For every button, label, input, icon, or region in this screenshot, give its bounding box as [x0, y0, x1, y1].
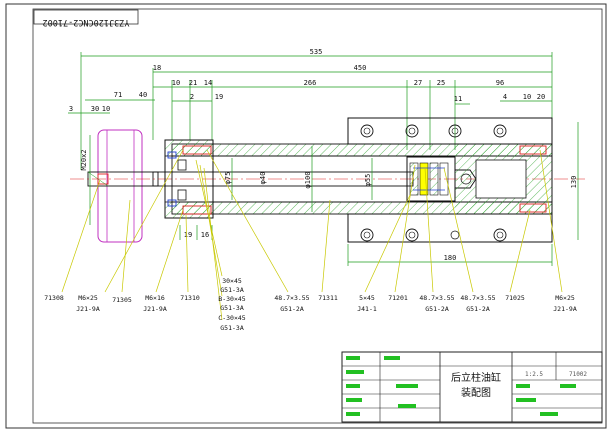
callout-71025: 71025	[505, 294, 525, 302]
callout-b30x45: B-30×45	[218, 295, 245, 303]
callout-30x45-spec: G51-3A	[220, 286, 244, 294]
callout-seal-2: 48.7×3.55	[419, 294, 454, 302]
dim-16b: 16	[201, 231, 209, 239]
callout-b30x45-spec: G51-3A	[220, 304, 244, 312]
mounting-plate-top	[347, 117, 553, 145]
callout-c30x45-spec: G51-3A	[220, 324, 244, 332]
dim-thread: M20x2	[80, 149, 88, 170]
callout-71310: 71310	[180, 294, 200, 302]
callout-seal-1: 48.7×3.55	[274, 294, 309, 302]
dim-14: 14	[204, 79, 212, 87]
dim-phi100: φ100	[304, 172, 312, 189]
dim-3: 3	[69, 105, 73, 113]
title-line-1: 后立柱油缸	[451, 371, 501, 384]
dim-overall: 535	[310, 48, 323, 56]
sheet-border	[5, 3, 607, 429]
callout-seal-1-spec: G51-2A	[280, 305, 304, 313]
sheet-cell: 71002	[569, 371, 587, 378]
dim-19: 19	[215, 93, 223, 101]
dim-21: 21	[189, 79, 197, 87]
callout-71201: 71201	[388, 294, 408, 302]
dim-2: 2	[190, 93, 194, 101]
dim-180: 180	[444, 254, 457, 262]
dim-phi75: φ75	[224, 172, 232, 185]
callout-5x45: 5×45	[359, 294, 375, 302]
drawing-code: YZ3J120CNC2-71002	[43, 17, 130, 27]
rear-end-cap	[455, 143, 553, 215]
dim-25: 25	[437, 79, 445, 87]
dim-phi55: φ55	[364, 174, 372, 187]
callout-71308: 71308	[44, 294, 64, 302]
dim-11: 11	[454, 95, 462, 103]
callout-m6x25-left-spec: J21-9A	[76, 305, 100, 313]
vertical-dimensions	[89, 122, 579, 266]
dim-phi40: φ40	[259, 172, 267, 185]
dim-30: 30	[91, 105, 99, 113]
dim-18: 18	[153, 64, 161, 72]
dim-10r: 10	[523, 93, 531, 101]
dim-10s: 10	[102, 105, 110, 113]
drawing-code-box: YZ3J120CNC2-71002	[33, 9, 139, 27]
rod-end-bracket	[87, 129, 159, 243]
dim-body: 450	[354, 64, 367, 72]
dim-130: 130	[570, 176, 578, 189]
callout-leaders	[61, 149, 563, 321]
callout-c30x45: C-30×45	[218, 314, 245, 322]
dim-27: 27	[414, 79, 422, 87]
callout-seal-3-spec: G51-2A	[466, 305, 490, 313]
callout-30x45: 30×45	[222, 277, 242, 285]
callout-m6x16-spec: J21-9A	[143, 305, 167, 313]
dim-71: 71	[114, 91, 122, 99]
dim-19b: 19	[184, 231, 192, 239]
dim-96: 96	[496, 79, 504, 87]
gland-head	[164, 139, 214, 219]
vertical-dimension-labels: M20x2 φ75 φ100 φ40 φ55 130 180 19 16	[80, 149, 578, 262]
callout-m6x16: M6×16	[145, 294, 165, 302]
callout-m6x25-right-spec: J21-9A	[553, 305, 577, 313]
callout-71311: 71311	[318, 294, 338, 302]
top-dimension-labels: 535 450 18 71 40 10 21 14 266 27 25 96 2…	[69, 48, 545, 113]
callout-m6x25-left: M6×25	[78, 294, 98, 302]
dim-20: 20	[537, 93, 545, 101]
dim-40: 40	[139, 91, 147, 99]
dim-266: 266	[304, 79, 317, 87]
title-block: 后立柱油缸 装配图 1:2.5 71002	[341, 351, 603, 423]
callout-71305: 71305	[112, 296, 132, 304]
dim-10: 10	[172, 79, 180, 87]
title-line-2: 装配图	[461, 386, 491, 399]
callout-5x45-spec: J41-1	[357, 305, 377, 313]
dim-4: 4	[503, 93, 507, 101]
callout-m6x25-right: M6×25	[555, 294, 575, 302]
mounting-plate-bottom	[347, 213, 553, 243]
callout-seal-2-spec: G51-2A	[425, 305, 449, 313]
callout-labels: 71308 M6×25 J21-9A 71305 M6×16 J21-9A 71…	[44, 277, 577, 332]
scale-cell: 1:2.5	[525, 371, 543, 378]
callout-seal-3: 48.7×3.55	[460, 294, 495, 302]
inner-frame	[32, 8, 603, 424]
